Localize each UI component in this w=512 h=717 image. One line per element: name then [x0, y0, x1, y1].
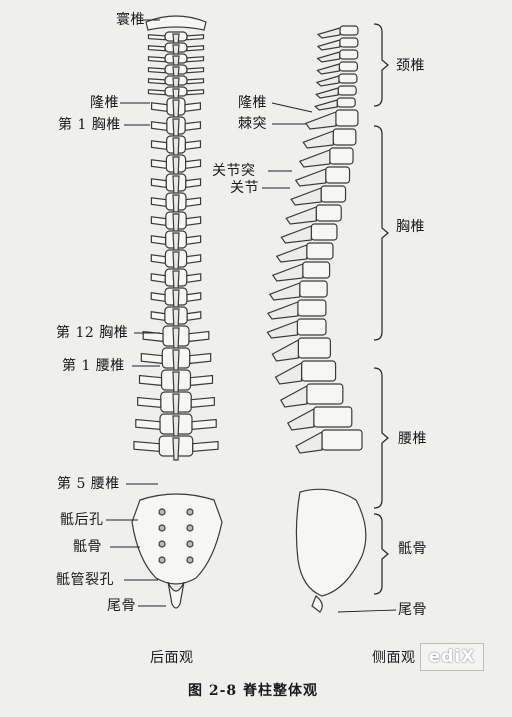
posterior-vertebra: [150, 116, 202, 139]
label-thoracic-12: 第 12 胸椎: [56, 325, 129, 341]
lateral-vertebra: [314, 85, 357, 99]
posterior-sacrum: [131, 493, 223, 585]
label-lumbar: 腰椎: [398, 431, 427, 447]
posterior-vertebra: [150, 268, 202, 291]
label-vertebra-prominens-left: 隆椎: [90, 95, 119, 111]
lateral-spine-view: [266, 25, 367, 613]
posterior-vertebra: [150, 249, 202, 272]
leader-line: [271, 102, 313, 113]
label-vertebra-prominens-right: 隆椎: [238, 95, 267, 111]
lateral-vertebra: [294, 166, 351, 187]
figure-caption: 图 2-8 脊柱整体观: [188, 683, 319, 699]
posterior-vertebra: [147, 42, 205, 57]
label-coccyx-right: 尾骨: [398, 602, 427, 618]
label-sacral-hiatus: 骶管裂孔: [56, 572, 114, 588]
label-sacrum-left: 骶骨: [73, 539, 102, 555]
lateral-vertebra: [290, 185, 347, 206]
lateral-vertebra: [298, 147, 354, 168]
posterior-vertebra: [147, 31, 205, 46]
label-cervical: 颈椎: [396, 58, 425, 74]
posterior-vertebra: [147, 64, 205, 79]
lateral-coccyx: [311, 595, 323, 613]
lateral-vertebra: [316, 25, 359, 39]
bracket-thoracic: [373, 125, 389, 341]
posterior-vertebra: [150, 211, 202, 234]
label-articulation: 关节: [230, 180, 259, 196]
label-articular-process: 关节突: [212, 163, 256, 179]
lateral-vertebra: [295, 429, 363, 454]
view-title-lateral: 侧面观: [372, 650, 416, 666]
bracket-lumbar: [373, 367, 389, 509]
bracket-cervical: [373, 23, 389, 107]
lateral-vertebra: [271, 337, 331, 362]
posterior-vertebra: [150, 230, 202, 253]
lateral-vertebra: [304, 109, 359, 130]
lateral-vertebra: [275, 242, 334, 263]
lateral-vertebra: [280, 223, 338, 244]
label-leader-lines: [106, 19, 397, 613]
watermark-logo: ediX: [420, 643, 484, 671]
posterior-vertebra: [151, 97, 201, 120]
atlas-shape: [145, 15, 207, 31]
lateral-vertebra: [316, 37, 359, 51]
bracket-sacrum: [373, 513, 389, 595]
posterior-vertebra: [147, 75, 205, 90]
lateral-vertebra: [274, 360, 337, 385]
label-sacrum-right: 骶骨: [398, 541, 427, 557]
label-posterior-sacral-foramen: 骶后孔: [60, 512, 104, 528]
label-atlas: 寰椎: [116, 12, 145, 28]
lateral-vertebra: [271, 261, 331, 282]
posterior-vertebra: [150, 154, 202, 177]
posterior-vertebra: [150, 173, 202, 196]
lateral-vertebra: [279, 383, 344, 408]
leader-line: [337, 609, 397, 613]
lateral-vertebra: [285, 204, 342, 225]
label-lumbar-5: 第 5 腰椎: [57, 476, 120, 492]
posterior-vertebra: [147, 53, 205, 68]
lateral-vertebra: [286, 406, 353, 431]
lateral-vertebra: [266, 299, 327, 320]
label-coccyx-left: 尾骨: [107, 598, 136, 614]
posterior-spine-view: [131, 15, 223, 609]
posterior-vertebra: [137, 391, 215, 417]
posterior-vertebra: [150, 192, 202, 215]
posterior-vertebra: [135, 413, 217, 439]
label-lumbar-1: 第 1 腰椎: [62, 358, 125, 374]
label-spinous-process: 棘突: [238, 116, 267, 132]
lateral-vertebra: [316, 61, 358, 75]
region-brackets: [373, 23, 389, 595]
posterior-vertebra: [133, 435, 219, 461]
lateral-vertebra: [266, 318, 327, 339]
posterior-vertebra: [150, 135, 202, 158]
lateral-vertebra: [315, 73, 358, 87]
label-thoracic-1: 第 1 胸椎: [58, 117, 121, 133]
posterior-vertebra: [138, 369, 214, 395]
lateral-vertebra: [313, 97, 356, 111]
posterior-vertebra: [140, 347, 212, 373]
lateral-sacrum: [295, 488, 367, 597]
lateral-vertebra: [268, 280, 328, 301]
label-thoracic: 胸椎: [396, 219, 425, 235]
posterior-coccyx: [167, 581, 185, 609]
view-title-posterior: 后面观: [150, 650, 194, 666]
lateral-vertebra: [316, 49, 359, 63]
posterior-vertebra: [142, 325, 210, 351]
lateral-vertebra: [302, 128, 357, 149]
posterior-vertebra: [150, 287, 202, 310]
posterior-vertebra: [150, 306, 202, 329]
